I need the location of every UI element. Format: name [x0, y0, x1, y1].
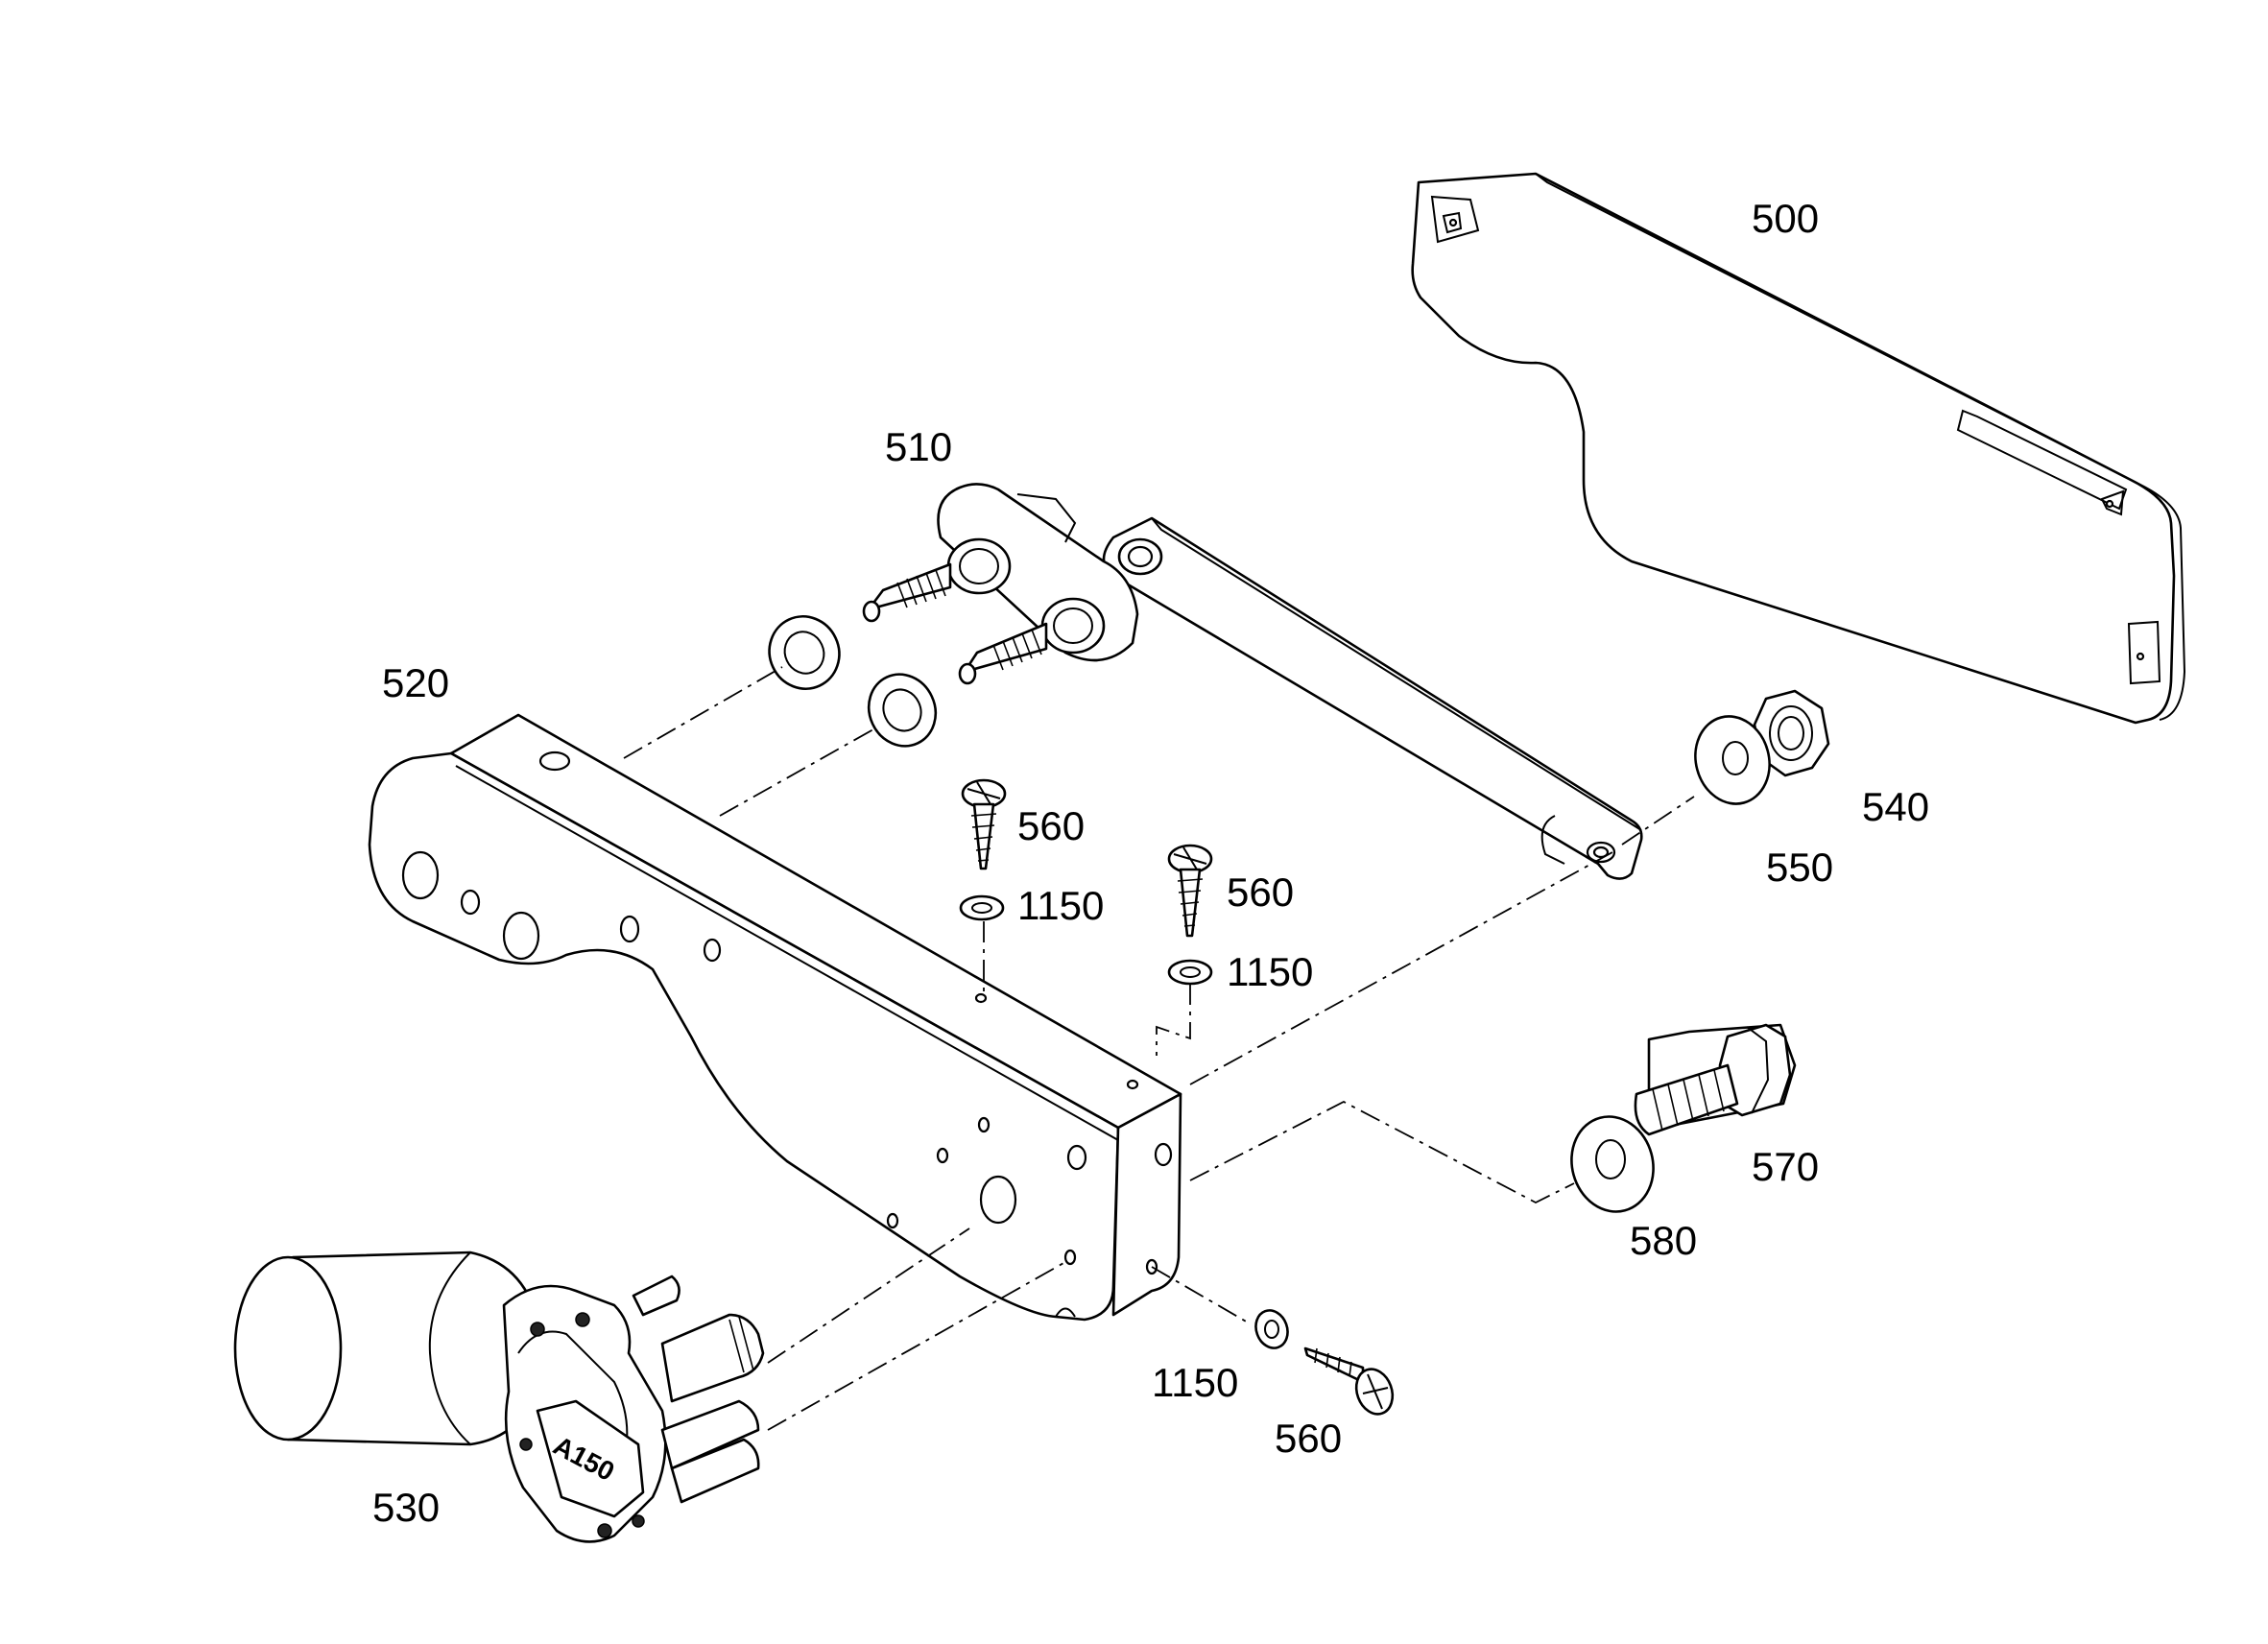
part-560-screw-a	[961, 778, 1007, 870]
label-550: 550	[1766, 845, 1833, 890]
label-560-c: 560	[1275, 1416, 1342, 1461]
part-570-bolt	[1634, 1023, 1797, 1136]
label-520: 520	[382, 660, 449, 705]
label-560-b: 560	[1227, 870, 1294, 915]
assembly-leader-lines	[623, 666, 1695, 1431]
part-500-cover-plate	[1411, 172, 2186, 725]
part-530-wiper-motor: A150	[233, 1251, 765, 1543]
label-560-a: 560	[1017, 803, 1085, 848]
label-530: 530	[372, 1485, 440, 1530]
part-550-washer	[1694, 715, 1771, 805]
part-1150-washer-a	[959, 894, 1005, 921]
label-1150-a: 1150	[1017, 883, 1104, 928]
label-540: 540	[1862, 784, 1929, 829]
part-520-main-bracket	[368, 713, 1182, 1322]
part-580-washer	[1570, 1115, 1655, 1213]
part-560-screw-b	[1167, 844, 1213, 938]
spindle-nut-upper	[768, 615, 841, 690]
part-1150-washer-c	[1254, 1309, 1289, 1349]
label-1150-c: 1150	[1152, 1360, 1238, 1405]
part-510-linkage-arm	[862, 483, 1643, 880]
label-500: 500	[1752, 196, 1819, 241]
spindle-nut-lower	[867, 673, 938, 748]
label-580: 580	[1630, 1218, 1697, 1263]
label-510: 510	[885, 424, 952, 469]
part-labels: 500 510 520 560 1150 560 1150 540 550 57…	[372, 196, 1929, 1530]
part-560-screw-c	[1303, 1346, 1395, 1416]
label-1150-b: 1150	[1227, 949, 1313, 994]
part-1150-washer-b	[1167, 959, 1213, 986]
label-570: 570	[1752, 1144, 1819, 1189]
